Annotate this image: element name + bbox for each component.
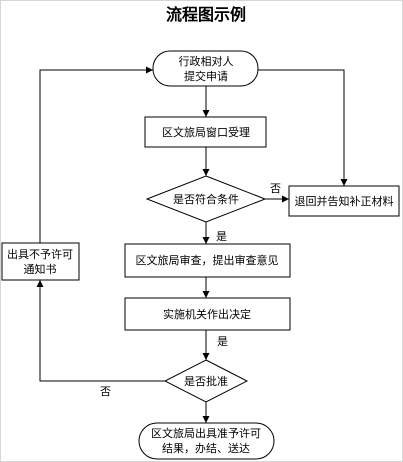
start-terminator-shape — [152, 50, 259, 87]
node-start: 行政相对人 提交申请 — [152, 50, 259, 87]
end-terminator-shape — [138, 422, 275, 460]
accept-label: 区文旅局窗口受理 — [162, 125, 250, 139]
edge-label-check-no: 否 — [270, 182, 281, 195]
node-end: 区文旅局出具准予许可 结果，办结、送达 — [138, 422, 275, 460]
node-decide: 实施机关作出决定 — [124, 297, 291, 331]
check-label: 是否符合条件 — [173, 192, 239, 206]
return-label: 退回并告知补正材料 — [295, 194, 394, 208]
edge-deny-to-start — [39, 66, 153, 243]
node-check: 是否符合条件 — [145, 175, 267, 223]
decide-label: 实施机关作出决定 — [163, 307, 251, 321]
node-accept: 区文旅局窗口受理 — [144, 116, 267, 148]
edges — [36, 66, 348, 423]
approve-label: 是否批准 — [184, 374, 228, 388]
node-deny: 出具不予许可 通知书 — [1, 242, 80, 281]
diagram-title: 流程图示例 — [166, 5, 246, 24]
node-review: 区文旅局审查，提出审查意见 — [124, 243, 291, 278]
return-process-shape — [288, 185, 400, 217]
end-label-line-2: 结果，办结、送达 — [162, 441, 250, 455]
edge-label-decide-yes: 是 — [217, 335, 228, 348]
edge-approve-to-deny — [36, 280, 165, 382]
edge-label-approve-no: 否 — [100, 385, 111, 398]
start-label-line-2: 提交申请 — [184, 69, 228, 83]
review-process-shape — [124, 243, 291, 278]
decide-process-shape — [124, 297, 291, 331]
edge-label-check-yes: 是 — [216, 230, 227, 243]
deny-label-line-2: 通知书 — [24, 262, 57, 276]
review-label: 区文旅局审查，提出审查意见 — [136, 253, 279, 267]
deny-process-shape — [1, 242, 80, 281]
end-label-line-1: 区文旅局出具准予许可 — [151, 426, 261, 440]
edge-start-to-return — [258, 69, 348, 186]
deny-label-line-1: 出具不予许可 — [7, 247, 73, 261]
check-decision-shape — [145, 175, 267, 223]
node-approve: 是否批准 — [163, 359, 249, 403]
approve-decision-shape — [163, 359, 249, 403]
start-label-line-1: 行政相对人 — [179, 54, 234, 68]
node-return: 退回并告知补正材料 — [288, 185, 400, 217]
accept-process-shape — [144, 116, 267, 148]
